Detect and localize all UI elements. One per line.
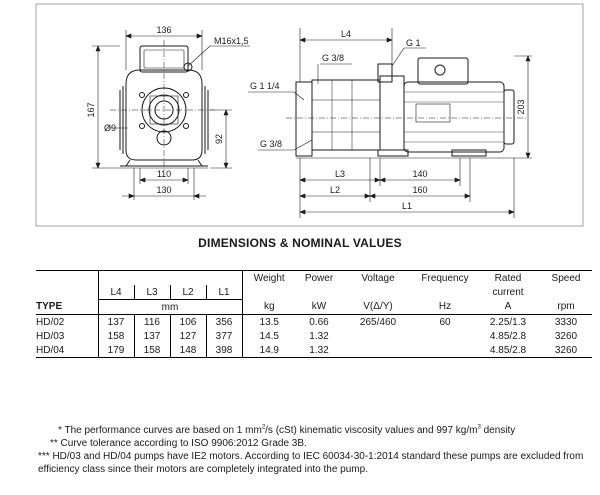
col-current: current [492,286,524,298]
dim-L4: L4 [341,29,351,39]
cell-type: HD/03 [36,329,99,343]
cell-l2: 148 [170,343,207,358]
footnote-3: *** HD/03 and HD/04 pumps have IE2 motor… [38,451,584,475]
col-weight: Weight [242,270,296,285]
cell-voltage [342,329,414,343]
cell-speed: 3330 [554,316,578,328]
cell-l2: 106 [170,314,207,329]
technical-drawing: 136 M16x1,5 167 Ø9 92 110 130 L4 G 3/8 G… [35,3,584,227]
dim-160: 160 [412,185,427,195]
port-g38-top: G 3/8 [322,53,344,63]
footnote-1-text-a: * The performance curves are based on 1 … [58,425,262,436]
table-row: HD/04 179 158 148 398 14.9 1.32 4.85/2.8… [36,343,592,358]
unit-a: A [504,301,512,313]
col-L3: L3 [134,285,171,300]
cell-freq [414,343,476,358]
col-frequency: Frequency [414,270,476,285]
cell-l1: 356 [206,314,243,329]
cell-voltage [342,343,414,358]
table-row: HD/02 137 116 106 356 13.5 0.66 265/460 … [36,314,592,329]
pump-side-view [286,57,528,159]
cell-type: HD/02 [36,314,99,329]
col-speed: Speed [540,270,592,285]
dim-203: 203 [516,99,526,114]
cell-l1: 377 [206,329,243,343]
dim-140: 140 [412,169,427,179]
footnote-1-text-b: /s (cSt) kinematic viscosity values and … [265,425,478,436]
cell-weight: 13.5 [259,316,279,328]
cell-speed: 3260 [540,343,592,358]
unit-hz: Hz [438,301,452,313]
cell-type: HD/04 [36,343,99,358]
dim-L3: L3 [335,169,345,179]
thread-label: M16x1,5 [214,36,249,46]
dim-110: 110 [157,169,171,179]
cell-current: 2.25/1.3 [489,316,527,328]
col-L1: L1 [206,285,243,300]
dim-dia9: Ø9 [104,123,116,133]
cell-l2: 127 [170,329,207,343]
dim-92: 92 [214,134,224,144]
cell-voltage: 265/460 [359,316,397,328]
dim-136: 136 [156,25,171,35]
col-rated: Rated [476,270,540,285]
col-L4: L4 [98,285,135,300]
cell-l4: 137 [98,314,135,329]
cell-current: 4.85/2.8 [476,343,540,358]
dim-L2: L2 [330,185,340,195]
dim-130: 130 [156,185,171,195]
port-g1-14: G 1 1/4 [250,81,280,91]
unit-kg: kg [263,301,275,313]
unit-rpm: rpm [557,301,575,313]
table-row: HD/03 158 137 127 377 14.5 1.32 4.85/2.8… [36,329,592,343]
cell-l3: 116 [134,314,171,329]
unit-kw: kW [311,301,327,313]
cell-weight: 14.5 [259,330,279,342]
dim-167: 167 [86,102,96,117]
cell-l1: 398 [206,343,243,358]
cell-freq: 60 [439,316,451,328]
cell-l4: 158 [98,329,135,343]
cell-weight: 14.9 [242,343,296,358]
footnote-2: ** Curve tolerance according to ISO 9906… [50,438,307,449]
cell-freq [414,329,476,343]
unit-mm: mm [98,299,243,315]
footnote-1: * The performance curves are based on 1 … [44,424,584,437]
section-title: DIMENSIONS & NOMINAL VALUES [198,236,402,250]
col-voltage: Voltage [342,270,414,285]
cell-power: 0.66 [309,316,329,328]
footnote-1-sup-a: 2 [261,424,266,431]
cell-power: 1.32 [296,343,342,358]
footnotes: * The performance curves are based on 1 … [38,424,584,476]
cell-speed: 3260 [554,330,578,342]
pump-front-view [110,40,218,172]
spec-table: Weight Power Voltage Frequency Rated Spe… [36,270,592,358]
footnote-1-sup-b: 3 [477,424,481,431]
dim-L1: L1 [402,201,412,211]
col-type: TYPE [36,299,99,315]
cell-l3: 137 [134,329,171,343]
cell-l3: 158 [134,343,171,358]
footnote-1-text-c: density [480,425,516,436]
port-g1: G 1 [406,38,421,48]
unit-volt: V(Δ/Y) [363,301,393,313]
port-g38-bottom: G 3/8 [260,139,282,149]
col-power: Power [296,270,342,285]
cell-current: 4.85/2.8 [489,330,527,342]
cell-l4: 179 [98,343,135,358]
cell-power: 1.32 [309,330,329,342]
col-L2: L2 [170,285,207,300]
